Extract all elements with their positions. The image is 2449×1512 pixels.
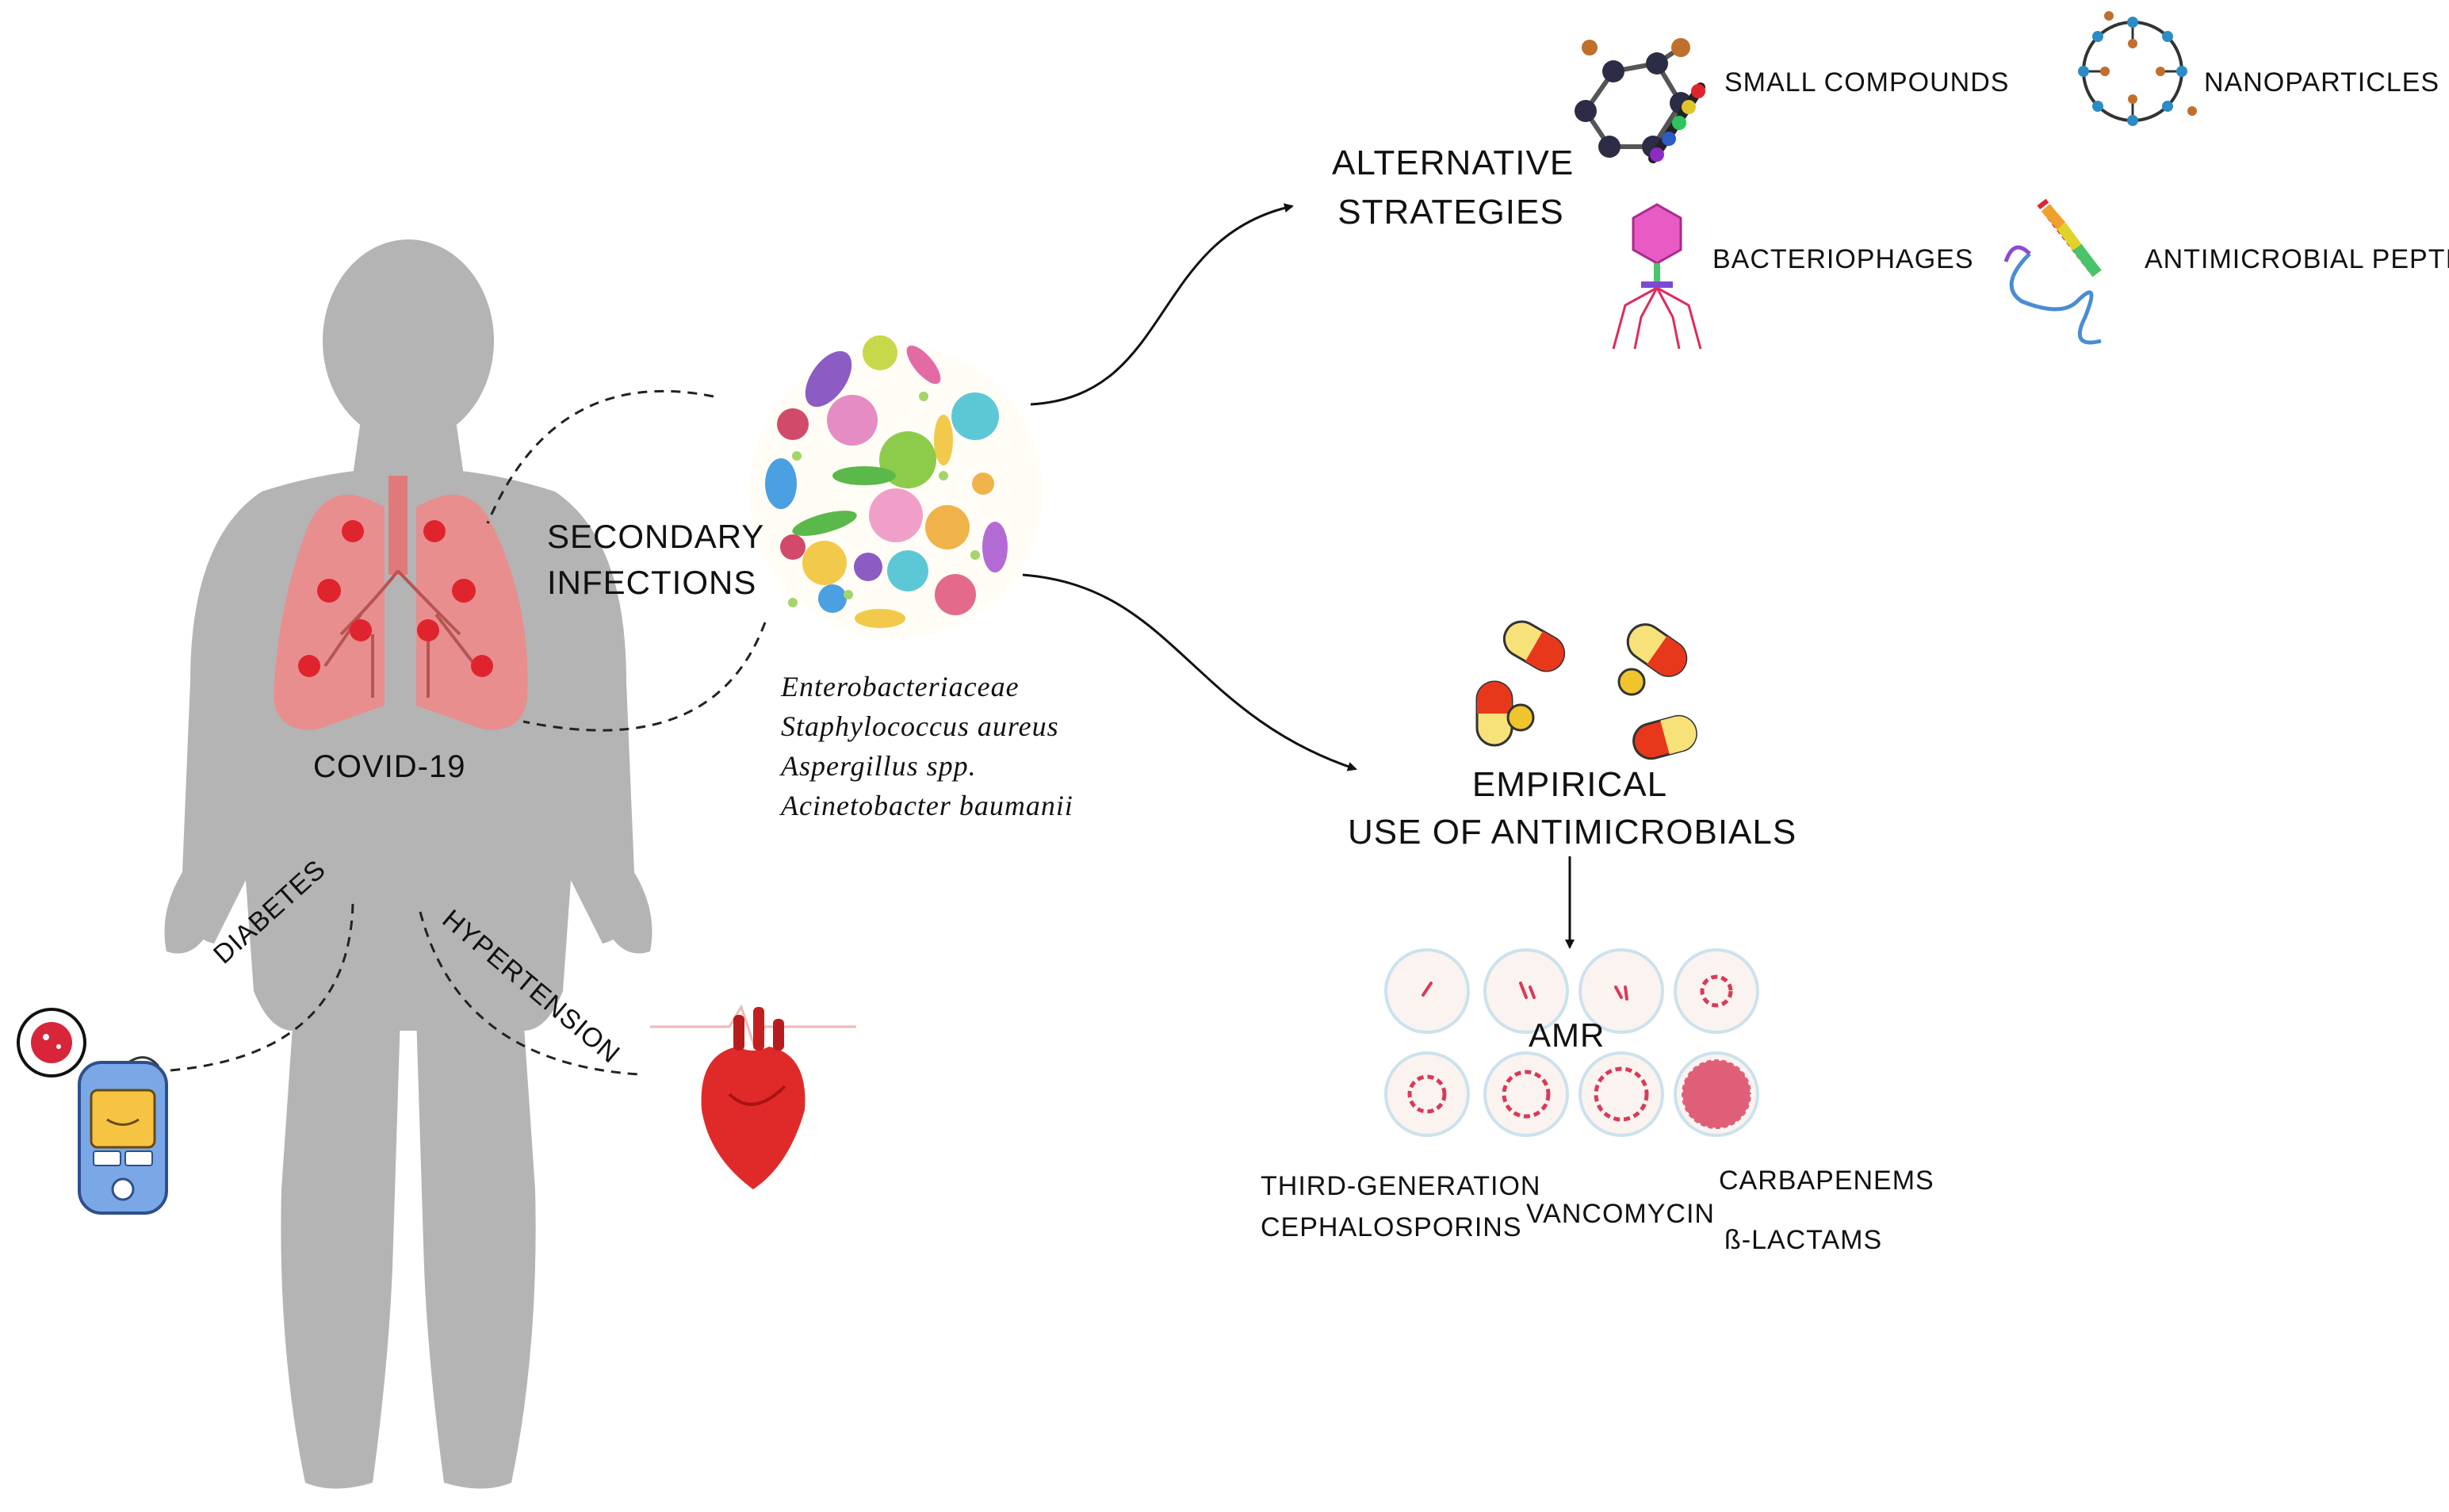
empirical-line-2: USE OF ANTIMICROBIALS: [1348, 813, 1797, 852]
antimicrobial-peptides-label: ANTIMICROBIAL PEPTIDES: [2145, 244, 2449, 274]
third-gen-line-1: THIRD-GENERATION: [1261, 1171, 1541, 1201]
organism-item: Acinetobacter baumanii: [781, 790, 1073, 821]
secondary-line-1: SECONDARY: [547, 518, 765, 555]
small-compounds-label: SMALL COMPOUNDS: [1724, 67, 2010, 98]
organism-item: Enterobacteriaceae: [781, 671, 1020, 702]
empirical-line-1: EMPIRICAL: [1471, 765, 1668, 804]
bacteriophage-icon: [1612, 203, 1702, 350]
alternative-line-2: STRATEGIES: [1337, 193, 1564, 232]
nanoparticle-icon: [2078, 11, 2197, 126]
dashed-connectors: [170, 389, 767, 1076]
secondary-line-2: INFECTIONS: [547, 564, 757, 601]
microbe-shapes: [765, 335, 1008, 628]
alternative-strategies-label: ALTERNATIVE STRATEGIES: [1332, 139, 1575, 237]
amr-label: AMR: [1529, 1016, 1605, 1054]
vancomycin-label: VANCOMYCIN: [1526, 1199, 1715, 1229]
microbe-cluster-icon: [749, 335, 1043, 638]
organism-item: Aspergillus spp.: [781, 750, 977, 782]
carbapenems-label: CARBAPENEMS: [1719, 1166, 1934, 1196]
capsule-icons: [1475, 620, 1697, 760]
alternative-line-1: ALTERNATIVE: [1332, 144, 1575, 182]
heart-icon: [650, 1004, 856, 1189]
third-generation-label: THIRD-GENERATION CEPHALOSPORINS: [1261, 1166, 1541, 1248]
lungs-icon: [274, 476, 528, 730]
bacteriophages-label: BACTERIOPHAGES: [1712, 244, 1974, 274]
glucometer-icon: [17, 1008, 168, 1215]
secondary-infections-label: SECONDARY INFECTIONS: [547, 514, 764, 606]
flow-arrows: [1022, 203, 1575, 949]
peptide-icon: [2003, 198, 2102, 345]
covid-label: COVID-19: [313, 749, 466, 784]
nanoparticles-label: NANOPARTICLES: [2204, 67, 2440, 98]
beta-lactams-label: ß-LACTAMS: [1724, 1225, 1883, 1255]
petri-dish-icons: [1384, 948, 1759, 1137]
organism-item: Staphylococcus aureus: [781, 710, 1059, 742]
empirical-use-label: EMPIRICAL USE OF ANTIMICROBIALS: [1348, 761, 1797, 856]
molecule-icon: [1575, 38, 1705, 163]
human-silhouette-icon: [164, 239, 652, 1489]
third-gen-line-2: CEPHALOSPORINS: [1261, 1212, 1522, 1242]
